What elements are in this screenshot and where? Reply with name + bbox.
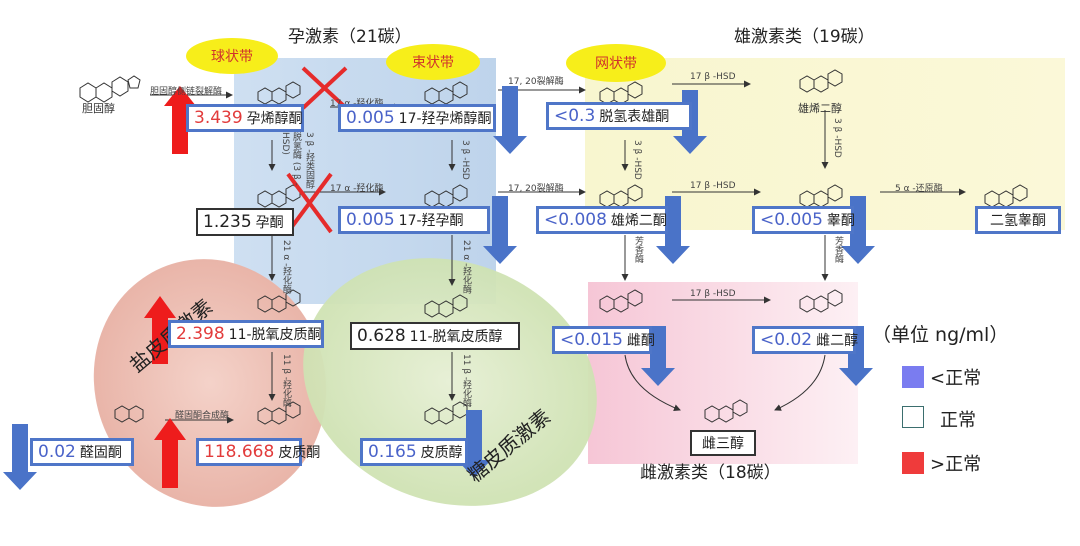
steroid-skeletons — [79, 69, 1028, 425]
hormone-name: 皮质醇 — [420, 445, 463, 461]
enzyme-3b-hsd-d: 3 β -HSD — [832, 118, 842, 158]
hormone-name: 11-脱氧皮质酮 — [228, 327, 322, 343]
cholesterol-label: 胆固醇 — [82, 102, 115, 115]
hormone-name: 17-羟孕酮 — [398, 213, 464, 229]
hormone-name: 孕酮 — [255, 215, 284, 231]
enzyme-5a-reductase: 5 α -还原酶 — [895, 184, 943, 194]
hormone-name: 雌二醇 — [816, 333, 859, 349]
hormone-value: 3.439 — [194, 108, 243, 128]
hormone-value: 118.668 — [204, 442, 275, 462]
enzyme-21a-a: 21 α -羟化酶 — [281, 240, 291, 294]
legend-swatch-normal — [902, 406, 924, 428]
hormone-value: 0.005 — [346, 108, 395, 128]
hormone-value: 2.398 — [176, 324, 225, 344]
hormone-name: 孕烯醇酮 — [246, 111, 303, 127]
enzyme-11b-b: 11 β -羟化酶 — [461, 354, 471, 408]
high-indicator-arrows — [144, 86, 196, 488]
hormone-value: 0.005 — [346, 210, 395, 230]
hormone-testosterone: <0.005 睾酮 — [752, 206, 855, 234]
hormone-name: 二氢睾酮 — [990, 213, 1046, 229]
hormone-dht: 二氢睾酮 — [975, 206, 1061, 234]
hormone-value: <0.005 — [760, 210, 823, 230]
hormone-11-deoxycorticosterone: 2.398 11-脱氧皮质酮 — [168, 320, 324, 348]
hormone-value: 0.02 — [38, 442, 76, 462]
hormone-cortisol: 0.165 皮质醇 — [360, 438, 468, 466]
enzyme-3b-hsd-a: 3 β -羟类固醇脱氢酶 (3 β -HSD) — [280, 132, 314, 189]
enzyme-aromatase-b: 芳香酶 — [833, 236, 843, 263]
hormone-androstenediol: 雄烯二醇 — [798, 102, 842, 115]
hormone-value: <0.015 — [560, 330, 623, 350]
enzyme-lyase-mid: 17, 20裂解酶 — [508, 184, 564, 194]
hormone-value: 1.235 — [203, 212, 252, 232]
hormone-value: 0.628 — [357, 326, 406, 346]
hormone-name: 17-羟孕烯醇酮 — [398, 111, 492, 127]
hormone-name: 雌酮 — [626, 333, 655, 349]
hormone-value: <0.02 — [760, 330, 813, 350]
hormone-progesterone: 1.235 孕酮 — [196, 208, 294, 236]
hormone-name: 睾酮 — [826, 213, 855, 229]
legend-unit: （单位 ng/ml） — [872, 324, 1009, 346]
hormone-pregnenolone: 3.439 孕烯醇酮 — [186, 104, 304, 132]
enzyme-aldo-synthase: 醛固酮合成酶 — [175, 411, 230, 421]
enzyme-21a-b: 21 α -羟化酶 — [461, 240, 471, 294]
hormone-dhea: <0.3 脱氢表雄酮 — [546, 102, 692, 130]
pathway-arrows — [3, 66, 1028, 490]
hormone-name: 雄烯二酮 — [610, 213, 667, 229]
legend-low-label: <正常 — [930, 368, 982, 389]
estrogens-title: 雌激素类（18碳） — [640, 463, 781, 483]
hormone-value: <0.3 — [554, 106, 596, 126]
zone-reticularis-badge: 网状带 — [566, 44, 666, 82]
progestins-title: 孕激素（21碳） — [288, 27, 412, 47]
enzyme-lyase-top: 17, 20裂解酶 — [508, 77, 564, 87]
legend-swatch-high — [902, 452, 924, 474]
legend-normal-label: 正常 — [940, 410, 976, 431]
enzyme-3b-hsd-c: 3 β -HSD — [632, 140, 642, 180]
enzyme-17b-top: 17 β -HSD — [690, 72, 736, 82]
legend-swatch-low — [902, 366, 924, 388]
enzyme-17b-mid: 17 β -HSD — [690, 181, 736, 191]
enzyme-17b-low: 17 β -HSD — [690, 289, 736, 299]
hormone-value: <0.008 — [544, 210, 607, 230]
blocked-cross-marks — [286, 66, 348, 234]
low-indicator-arrows — [3, 86, 875, 490]
hormone-aldosterone: 0.02 醛固酮 — [30, 438, 134, 466]
hormone-estradiol: <0.02 雌二醇 — [752, 326, 859, 354]
hormone-name: 11-脱氧皮质醇 — [409, 329, 503, 345]
enzyme-side-chain: 胆固醇侧链裂解酶 — [150, 87, 223, 97]
enzyme-17a-mid: 17 α -羟化酶 — [330, 184, 384, 194]
hormone-estriol: 雌三醇 — [690, 430, 756, 456]
zone-glomerulosa-badge: 球状带 — [186, 38, 278, 74]
hormone-name: 醛固酮 — [79, 445, 122, 461]
hormone-11-deoxycortisol: 0.628 11-脱氧皮质醇 — [350, 322, 520, 350]
hormone-corticosterone: 118.668 皮质酮 — [196, 438, 320, 466]
hormone-name: 脱氢表雄酮 — [599, 109, 670, 125]
enzyme-aromatase-a: 芳香酶 — [633, 236, 643, 263]
hormone-17oh-pregnenolone: 0.005 17-羟孕烯醇酮 — [338, 104, 496, 132]
hormone-name: 雌三醇 — [702, 436, 744, 452]
legend-high-label: >正常 — [930, 454, 982, 475]
hormone-value: 0.165 — [368, 442, 417, 462]
enzyme-11b-a: 11 β -羟化酶 — [281, 354, 291, 408]
hormone-androstenedione: <0.008 雄烯二酮 — [536, 206, 668, 234]
hormone-estrone: <0.015 雌酮 — [552, 326, 655, 354]
hormone-name: 皮质酮 — [278, 445, 321, 461]
enzyme-3b-hsd-b: 3 β -HSD — [460, 140, 470, 180]
hormone-17oh-progesterone: 0.005 17-羟孕酮 — [338, 206, 490, 234]
androgens-title: 雄激素类（19碳） — [734, 27, 875, 47]
zone-fasciculata-badge: 束状带 — [386, 44, 480, 80]
